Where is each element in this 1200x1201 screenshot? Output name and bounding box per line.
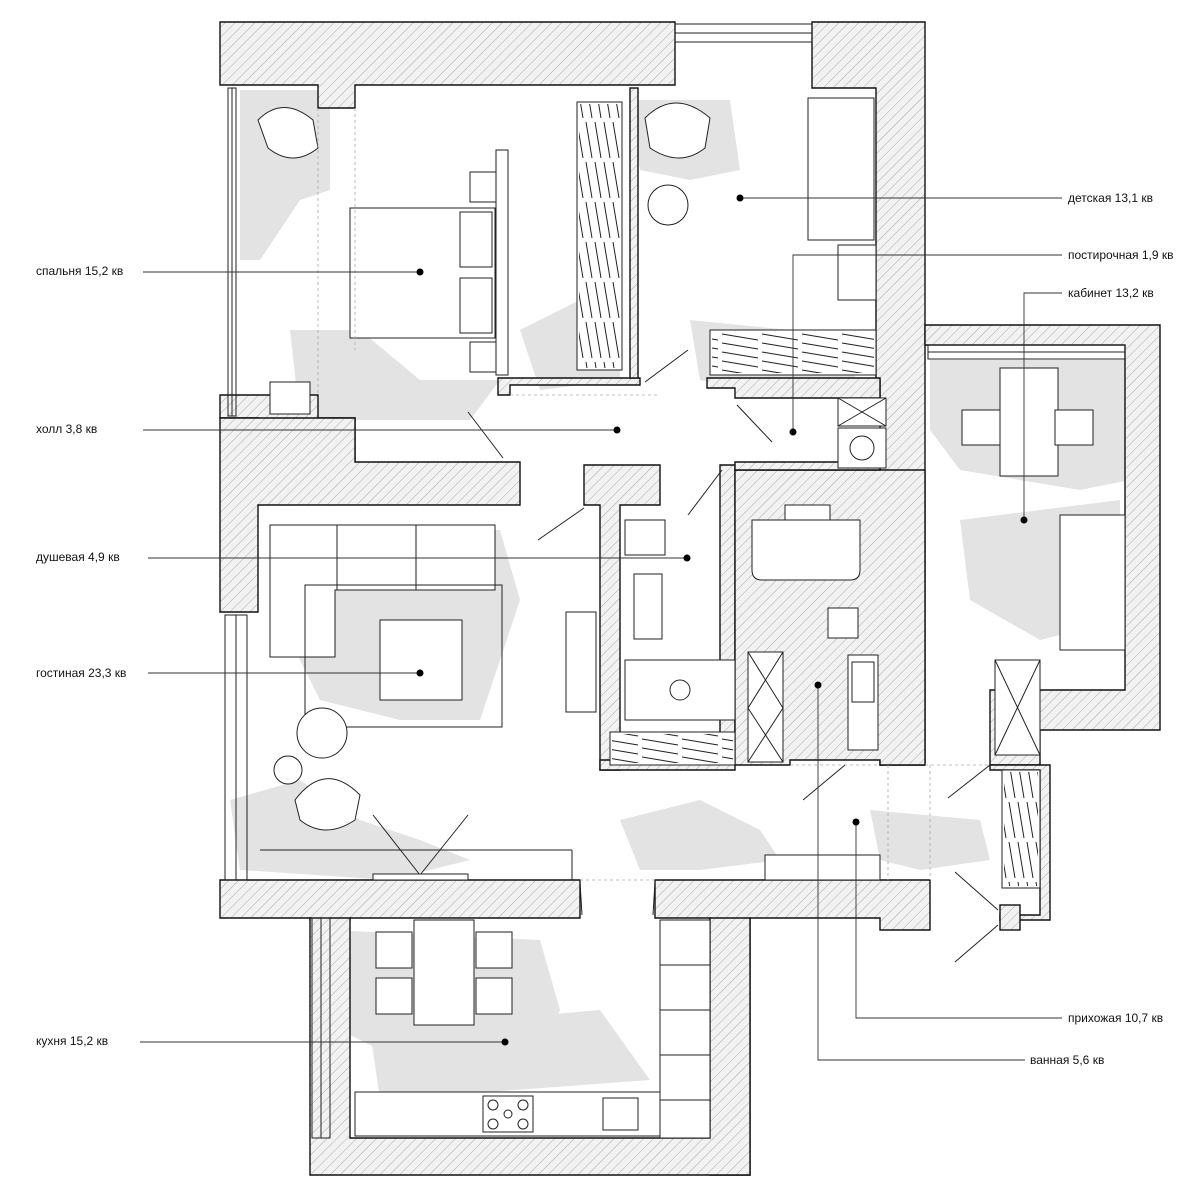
label-bathroom: ванная 5,6 кв bbox=[1030, 1053, 1104, 1067]
windows bbox=[224, 23, 1126, 1139]
doors bbox=[467, 349, 999, 963]
label-study: кабинет 13,2 кв bbox=[1068, 286, 1154, 300]
label-shower: душевая 4,9 кв bbox=[36, 550, 120, 564]
dashed-lines bbox=[317, 108, 990, 881]
bedroom-furniture bbox=[257, 101, 623, 415]
shower-fixtures bbox=[609, 519, 736, 766]
nursery-furniture bbox=[644, 97, 877, 376]
label-kitchen: кухня 15,2 кв bbox=[36, 1034, 108, 1048]
label-living: гостиная 23,3 кв bbox=[36, 666, 126, 680]
label-laundry: постирочная 1,9 кв bbox=[1068, 248, 1173, 262]
label-bedroom: спальня 15,2 кв bbox=[36, 264, 123, 278]
room-labels: спальня 15,2 кв детская 13,1 кв постироч… bbox=[36, 191, 1173, 1067]
entrance-furniture bbox=[764, 769, 1041, 889]
leaders bbox=[140, 194, 1062, 1061]
label-hall: холл 3,8 кв bbox=[36, 422, 97, 436]
laundry-appliances bbox=[837, 397, 887, 469]
study-furniture bbox=[961, 367, 1126, 756]
label-entrance: прихожая 10,7 кв bbox=[1068, 1011, 1163, 1025]
label-nursery: детская 13,1 кв bbox=[1068, 191, 1153, 205]
bathroom-fixtures bbox=[747, 504, 879, 763]
kitchen-furniture bbox=[354, 919, 711, 1139]
